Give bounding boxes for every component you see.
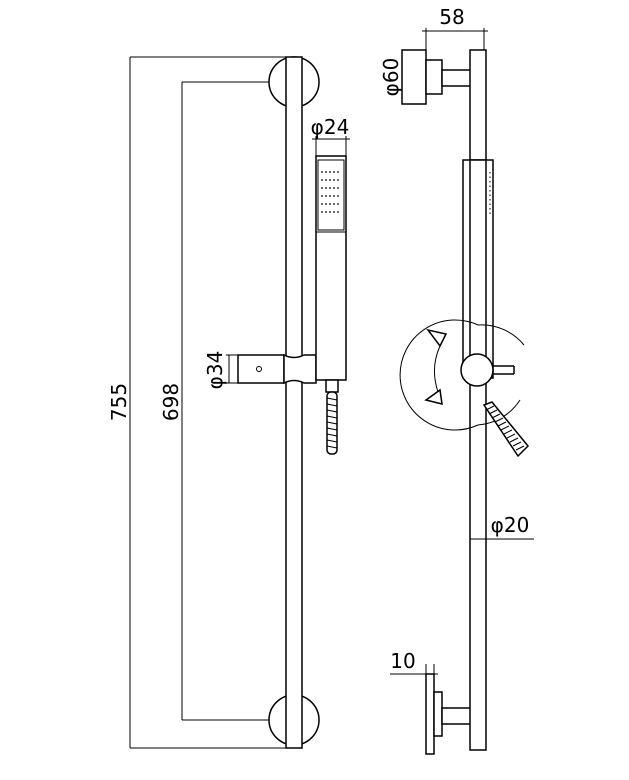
slider-side [460,353,515,387]
top-bracket-side [401,49,473,105]
dim-label-698: 698 [159,383,183,421]
dimension-rail-diameter: φ20 [470,513,534,545]
hand-shower: φ24 [311,115,350,393]
dim-label-10: 10 [390,649,415,673]
dimension-total-length: 755 [107,56,296,749]
slider-holder: φ34 [203,351,317,390]
dim-label-755: 755 [107,383,131,421]
dimension-bracket-spacing: 698 [159,81,296,721]
hand-shower-side [462,159,494,379]
dim-label-phi20: φ20 [491,513,530,537]
slide-rail [285,56,303,749]
side-view: 58 φ60 10 [379,5,534,755]
dimension-flange-diameter: φ60 [379,50,403,104]
front-view: 755 698 φ34 [107,56,350,749]
bottom-bracket-side: 10 [390,649,473,755]
dim-label-phi34: φ34 [203,351,227,390]
shower-hose-side [482,401,530,458]
rotate-arrow-up-icon [426,328,448,348]
slide-rail-side [469,49,487,751]
rotate-arrow-down-icon [424,388,443,405]
dim-label-phi60: φ60 [379,58,403,97]
shower-hose-front [326,391,338,455]
dim-label-58: 58 [439,5,464,29]
dimension-wall-projection: 58 [422,5,488,50]
spray-nozzles [321,171,339,213]
dim-label-phi24: φ24 [311,115,350,139]
